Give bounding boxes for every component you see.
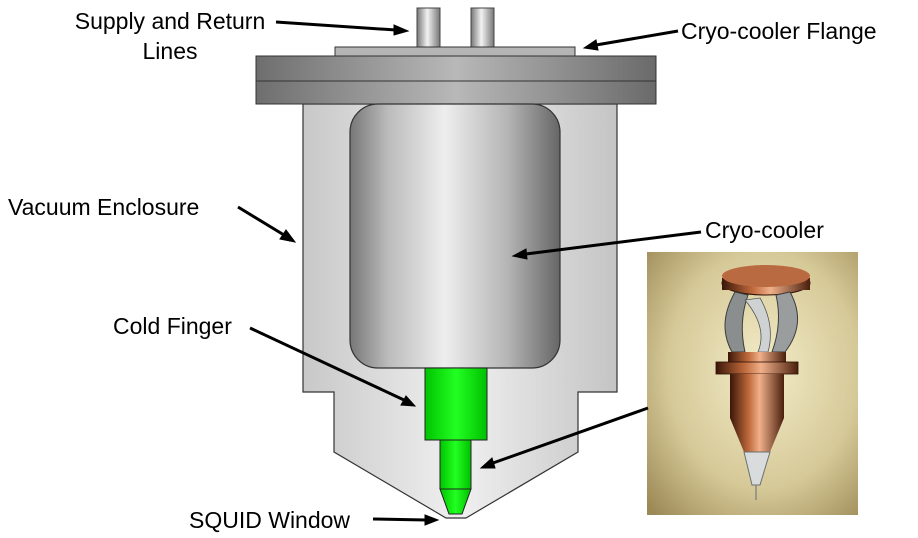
label-cryo-cooler: Cryo-cooler bbox=[705, 217, 824, 243]
cryo-cooler-photo bbox=[647, 252, 858, 515]
cold-finger-upper bbox=[424, 367, 488, 441]
label-cold-finger: Cold Finger bbox=[113, 313, 232, 339]
return-line-pipe bbox=[470, 7, 495, 49]
flange-top-plate bbox=[334, 46, 576, 57]
flange-lower bbox=[255, 80, 657, 105]
label-squid-window: SQUID Window bbox=[189, 507, 351, 533]
flange-upper bbox=[255, 55, 657, 82]
label-vacuum-enclosure: Vacuum Enclosure bbox=[8, 194, 200, 220]
cold-finger-lower bbox=[439, 439, 472, 490]
cryo-cooler-body bbox=[349, 103, 561, 369]
label-supply-line2: Lines bbox=[142, 38, 198, 64]
cold-finger-tip bbox=[439, 488, 472, 515]
label-supply-return-lines: Supply and Return Lines bbox=[58, 6, 282, 66]
label-cryo-cooler-flange: Cryo-cooler Flange bbox=[681, 18, 877, 44]
arrows bbox=[237, 20, 702, 526]
supply-line-pipe bbox=[416, 7, 441, 49]
label-supply-line1: Supply and Return bbox=[74, 8, 266, 34]
